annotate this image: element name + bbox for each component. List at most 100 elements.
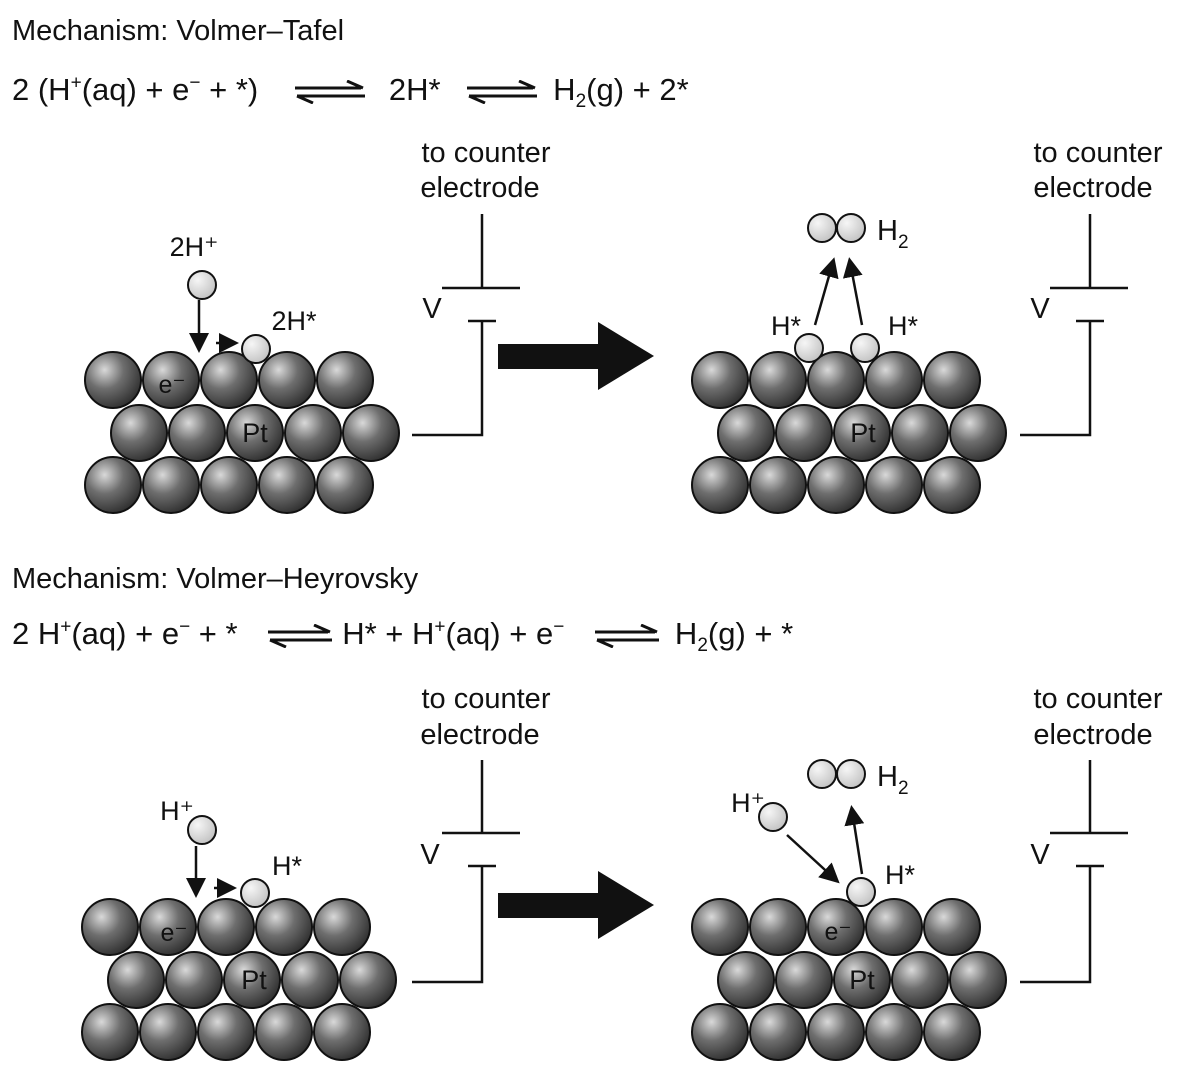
equilibrium-arrow-icon (294, 79, 365, 104)
adsorbed-h-atom (850, 333, 880, 363)
pt-atom (110, 404, 168, 462)
adsorbed-h-atom (846, 877, 876, 907)
pt-atom (139, 1003, 197, 1061)
pt-atom (833, 951, 891, 1009)
pt-atom (255, 1003, 313, 1061)
heyrovsky-left-panel: Pt e⁻ H⁺ H* to counter electrode V (81, 683, 551, 1061)
pt-atom (281, 951, 339, 1009)
counter-label: electrode (420, 719, 539, 751)
pt-atom (168, 404, 226, 462)
pt-atom (107, 951, 165, 1009)
diagonal-arrow-icon (786, 834, 840, 884)
pt-atom (833, 404, 891, 462)
up-arrow-icon (844, 805, 865, 875)
process-arrow-icon (498, 322, 654, 390)
h2-label: H2 (877, 761, 909, 799)
pt-atom (142, 456, 200, 514)
adsorbed-h-atom (240, 878, 270, 908)
pt-atom (775, 951, 833, 1009)
pt-atom (197, 1003, 255, 1061)
pt-atom (142, 351, 200, 409)
pt-atom (258, 456, 316, 514)
pt-atom (691, 351, 749, 409)
equilibrium-arrow-icon (594, 623, 659, 648)
pt-atom (81, 1003, 139, 1061)
pt-atom (691, 898, 749, 956)
counter-label: to counter (1034, 683, 1163, 715)
pt-atom (200, 456, 258, 514)
pt-atom (255, 898, 313, 956)
pt-atom (313, 1003, 371, 1061)
pt-atom (923, 1003, 981, 1061)
h2-atom (836, 759, 866, 789)
pt-atom (749, 898, 807, 956)
battery-circuit (412, 760, 520, 984)
pt-atom (84, 351, 142, 409)
pt-atom (923, 456, 981, 514)
pt-atom (84, 456, 142, 514)
pt-atom (691, 456, 749, 514)
pt-atom (165, 951, 223, 1009)
pt-atom (865, 1003, 923, 1061)
pt-atom (749, 456, 807, 514)
battery-circuit (412, 214, 520, 437)
electron-label: e⁻ (158, 371, 185, 399)
h2-label: H2 (877, 215, 909, 253)
adsorbed-label: 2H* (271, 306, 317, 336)
equilibrium-arrow-icon (467, 79, 538, 104)
up-arrow-icon (813, 257, 839, 326)
pt-atom (258, 351, 316, 409)
pt-atom (891, 951, 949, 1009)
metal-label: Pt (242, 418, 268, 448)
pt-atom (923, 898, 981, 956)
voltage-label: V (1030, 293, 1050, 325)
pt-atom (865, 351, 923, 409)
pt-atom (342, 404, 400, 462)
battery-circuit (1020, 214, 1128, 437)
metal-label: Pt (850, 418, 876, 448)
pt-lattice (81, 898, 397, 1061)
hstar-label: H* (771, 311, 801, 341)
metal-label: Pt (849, 965, 875, 995)
proton-label: 2H⁺ (170, 232, 219, 262)
adsorbed-h-atom (241, 334, 271, 364)
pt-atom (949, 951, 1007, 1009)
proton-atom (187, 815, 217, 845)
hstar-label: H* (888, 311, 918, 341)
voltage-label: V (1030, 839, 1050, 871)
h2-atom (807, 759, 837, 789)
adsorbed-h-atom (794, 333, 824, 363)
pt-lattice (691, 898, 1007, 1061)
h2-atom (807, 213, 837, 243)
hstar-label: H* (885, 860, 915, 890)
pt-atom (807, 456, 865, 514)
pt-atom (949, 404, 1007, 462)
pt-atom (749, 1003, 807, 1061)
counter-label: to counter (422, 683, 551, 715)
pt-atom (775, 404, 833, 462)
tafel-equation: 2 (H+(aq) + e− + *) 2H* H2(g) + 2* (12, 72, 689, 113)
tafel-left-panel: Pt e⁻ 2H⁺ 2H* to counter electrode V (84, 137, 551, 514)
pt-atom (865, 898, 923, 956)
pt-lattice (691, 351, 1007, 514)
tafel-right-panel: Pt H2 H* H* to counter electrode V (691, 137, 1163, 514)
pt-atom (691, 1003, 749, 1061)
tafel-title: Mechanism: Volmer–Tafel (12, 15, 345, 47)
counter-label: to counter (422, 137, 551, 169)
battery-circuit (1020, 760, 1128, 984)
proton-atom (187, 270, 217, 300)
pt-atom (339, 951, 397, 1009)
pt-atom (717, 951, 775, 1009)
pt-atom (139, 898, 197, 956)
adsorbed-label: H* (272, 851, 302, 881)
pt-atom (717, 404, 775, 462)
pt-atom (891, 404, 949, 462)
pt-atom (313, 898, 371, 956)
process-arrow-icon (498, 871, 654, 939)
pt-atom (316, 351, 374, 409)
electron-label: e⁻ (160, 919, 187, 947)
pt-lattice (84, 351, 400, 514)
voltage-label: V (420, 839, 440, 871)
counter-label: electrode (420, 172, 539, 204)
